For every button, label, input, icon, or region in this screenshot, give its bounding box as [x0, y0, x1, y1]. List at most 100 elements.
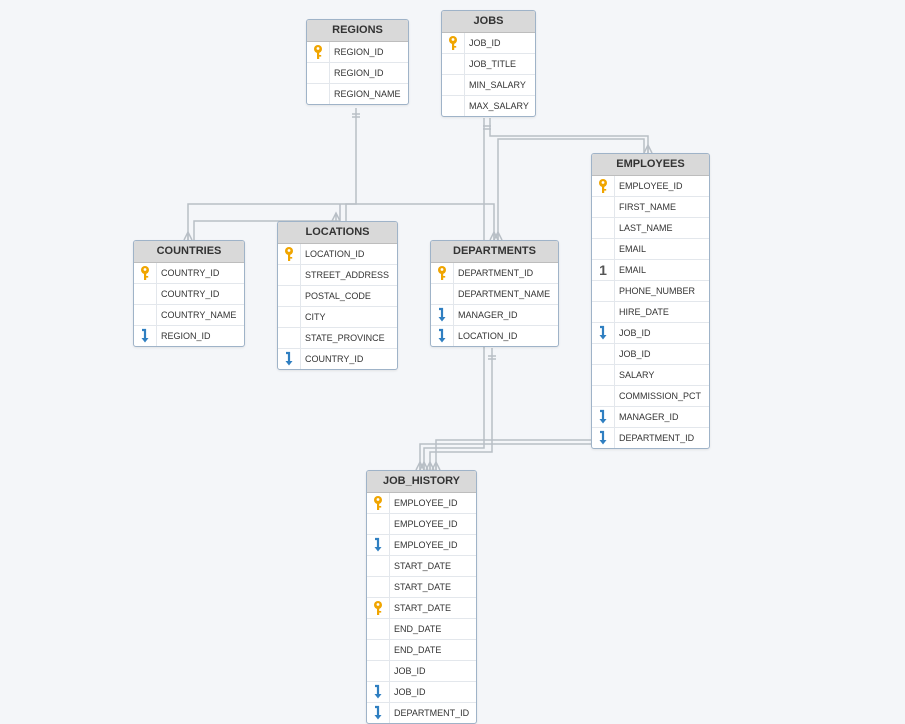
- column-row[interactable]: EMPLOYEE_ID: [367, 493, 476, 513]
- column-row[interactable]: START_DATE: [367, 576, 476, 597]
- crows-foot-marker: [489, 230, 499, 241]
- column-row[interactable]: START_DATE: [367, 555, 476, 576]
- column-name: MANAGER_ID: [619, 412, 679, 422]
- empty-icon-cell: [367, 640, 390, 660]
- empty-icon-cell: [431, 284, 454, 304]
- column-row[interactable]: COMMISSION_PCT: [592, 385, 709, 406]
- column-row[interactable]: MANAGER_ID: [592, 406, 709, 427]
- unique-index-icon: 1: [592, 260, 615, 280]
- primary-key-icon: [592, 176, 615, 196]
- empty-icon-cell: [367, 556, 390, 576]
- column-row[interactable]: DEPARTMENT_ID: [592, 427, 709, 448]
- column-row[interactable]: END_DATE: [367, 618, 476, 639]
- empty-icon-cell: [592, 365, 615, 385]
- crows-foot-marker: [493, 230, 503, 241]
- column-name: FIRST_NAME: [619, 202, 677, 212]
- column-row[interactable]: END_DATE: [367, 639, 476, 660]
- crows-foot-marker: [643, 143, 653, 154]
- empty-icon-cell: [592, 197, 615, 217]
- column-row[interactable]: DEPARTMENT_NAME: [431, 283, 558, 304]
- one-marker: [488, 355, 496, 360]
- column-row[interactable]: SALARY: [592, 364, 709, 385]
- column-row[interactable]: JOB_ID: [592, 322, 709, 343]
- column-name: EMPLOYEE_ID: [394, 519, 458, 529]
- primary-key-icon: [442, 33, 465, 53]
- column-row[interactable]: LAST_NAME: [592, 217, 709, 238]
- column-row[interactable]: JOB_ID: [442, 33, 535, 53]
- column-name: JOB_ID: [619, 349, 651, 359]
- column-row[interactable]: POSTAL_CODE: [278, 285, 397, 306]
- column-name: COUNTRY_NAME: [161, 310, 237, 320]
- column-row[interactable]: START_DATE: [367, 597, 476, 618]
- column-name: START_DATE: [394, 603, 452, 613]
- column-row[interactable]: CITY: [278, 306, 397, 327]
- column-row[interactable]: COUNTRY_ID: [134, 283, 244, 304]
- crows-foot-marker: [331, 211, 341, 222]
- column-row[interactable]: JOB_TITLE: [442, 53, 535, 74]
- empty-icon-cell: [134, 284, 157, 304]
- column-row[interactable]: DEPARTMENT_ID: [367, 702, 476, 723]
- column-name: MAX_SALARY: [469, 101, 529, 111]
- column-row[interactable]: COUNTRY_ID: [278, 348, 397, 369]
- column-name: STREET_ADDRESS: [305, 270, 390, 280]
- column-row[interactable]: REGION_ID: [307, 62, 408, 83]
- crows-foot-marker: [183, 230, 193, 241]
- one-marker: [352, 113, 360, 118]
- column-name: COUNTRY_ID: [305, 354, 364, 364]
- entity-title: REGIONS: [307, 20, 408, 42]
- column-row[interactable]: REGION_ID: [134, 325, 244, 346]
- column-name: EMPLOYEE_ID: [394, 498, 458, 508]
- column-name: POSTAL_CODE: [305, 291, 371, 301]
- column-row[interactable]: EMPLOYEE_ID: [592, 176, 709, 196]
- column-row[interactable]: EMAIL: [592, 238, 709, 259]
- column-row[interactable]: JOB_ID: [367, 660, 476, 681]
- column-row[interactable]: DEPARTMENT_ID: [431, 263, 558, 283]
- primary-key-icon: [134, 263, 157, 283]
- column-row[interactable]: LOCATION_ID: [278, 244, 397, 264]
- column-row[interactable]: STATE_PROVINCE: [278, 327, 397, 348]
- column-name: LOCATION_ID: [458, 331, 518, 341]
- column-row[interactable]: PHONE_NUMBER: [592, 280, 709, 301]
- empty-icon-cell: [367, 619, 390, 639]
- column-name: END_DATE: [394, 645, 442, 655]
- empty-icon-cell: [592, 218, 615, 238]
- empty-icon-cell: [442, 96, 465, 116]
- empty-icon-cell: [367, 577, 390, 597]
- foreign-key-arrow-icon: [592, 428, 615, 448]
- column-name: COMMISSION_PCT: [619, 391, 702, 401]
- column-row[interactable]: LOCATION_ID: [431, 325, 558, 346]
- column-row[interactable]: JOB_ID: [592, 343, 709, 364]
- foreign-key-arrow-icon: [592, 407, 615, 427]
- column-row[interactable]: EMPLOYEE_ID: [367, 534, 476, 555]
- column-row[interactable]: REGION_NAME: [307, 83, 408, 104]
- empty-icon-cell: [278, 265, 301, 285]
- column-row[interactable]: REGION_ID: [307, 42, 408, 62]
- column-name: DEPARTMENT_ID: [619, 433, 695, 443]
- column-row[interactable]: HIRE_DATE: [592, 301, 709, 322]
- primary-key-icon: [278, 244, 301, 264]
- column-row[interactable]: MIN_SALARY: [442, 74, 535, 95]
- column-row[interactable]: STREET_ADDRESS: [278, 264, 397, 285]
- column-name: JOB_ID: [394, 666, 426, 676]
- column-name: JOB_TITLE: [469, 59, 517, 69]
- column-row[interactable]: EMPLOYEE_ID: [367, 513, 476, 534]
- column-row[interactable]: JOB_ID: [367, 681, 476, 702]
- column-name: CITY: [305, 312, 326, 322]
- column-row[interactable]: FIRST_NAME: [592, 196, 709, 217]
- column-row[interactable]: COUNTRY_NAME: [134, 304, 244, 325]
- column-row[interactable]: COUNTRY_ID: [134, 263, 244, 283]
- column-row[interactable]: MANAGER_ID: [431, 304, 558, 325]
- column-name: DEPARTMENT_ID: [394, 708, 470, 718]
- empty-icon-cell: [367, 661, 390, 681]
- empty-icon-cell: [592, 386, 615, 406]
- column-name: END_DATE: [394, 624, 442, 634]
- column-row[interactable]: MAX_SALARY: [442, 95, 535, 116]
